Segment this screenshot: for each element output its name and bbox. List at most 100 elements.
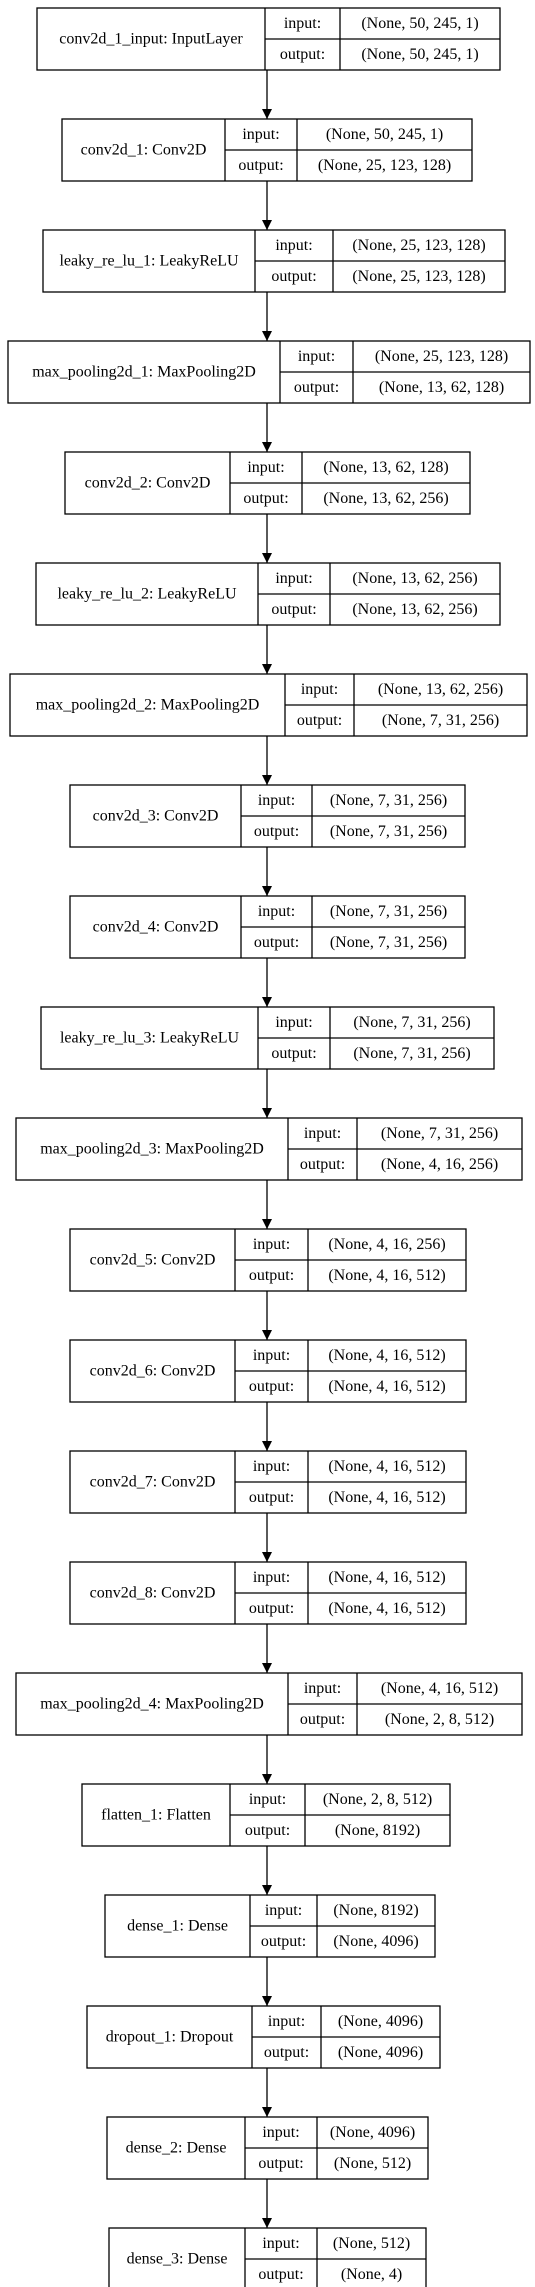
output-shape: (None, 13, 62, 256) bbox=[352, 601, 477, 618]
layer-node: conv2d_5: Conv2D input: output: (None, 4, 1… bbox=[69, 1228, 467, 1292]
input-shape: (None, 7, 31, 256) bbox=[330, 903, 447, 920]
output-label: output: bbox=[254, 823, 299, 840]
layer-name: conv2d_6: Conv2D bbox=[90, 1363, 216, 1380]
output-shape: (None, 4, 16, 512) bbox=[328, 1600, 445, 1617]
output-shape: (None, 7, 31, 256) bbox=[353, 1045, 470, 1062]
output-label: output: bbox=[238, 157, 283, 174]
layer-name: dense_1: Dense bbox=[127, 1918, 228, 1935]
input-shape: (None, 7, 31, 256) bbox=[381, 1125, 498, 1142]
output-shape: (None, 13, 62, 128) bbox=[379, 379, 504, 396]
output-label: output: bbox=[280, 46, 325, 63]
input-label: input: bbox=[258, 903, 295, 920]
output-label: output: bbox=[300, 1711, 345, 1728]
output-shape: (None, 2, 8, 512) bbox=[385, 1711, 494, 1728]
output-label: output: bbox=[294, 379, 339, 396]
input-label: input: bbox=[275, 1014, 312, 1031]
output-label: output: bbox=[249, 1600, 294, 1617]
input-label: input: bbox=[262, 2235, 299, 2252]
layer-node: max_pooling2d_3: MaxPooling2Dinput:outpu… bbox=[15, 1117, 523, 1181]
output-label: output: bbox=[249, 1378, 294, 1395]
output-label: output: bbox=[245, 1822, 290, 1839]
output-shape: (None, 8192) bbox=[335, 1822, 420, 1839]
input-label: input: bbox=[249, 1791, 286, 1808]
layer-nodes: conv2d_1_input: InputLayerinput:output:(… bbox=[7, 7, 531, 2287]
output-shape: (None, 7, 31, 256) bbox=[330, 934, 447, 951]
layer-node: conv2d_6: Conv2D input: output: (None, 4, 1… bbox=[69, 1339, 467, 1403]
input-label: input: bbox=[253, 1569, 290, 1586]
output-label: output: bbox=[271, 268, 316, 285]
output-label: output: bbox=[249, 1489, 294, 1506]
output-label: output: bbox=[297, 712, 342, 729]
layer-name: dense_3: Dense bbox=[127, 2251, 228, 2268]
layer-node: leaky_re_lu_3: LeakyReLU input: output: (No… bbox=[40, 1006, 495, 1070]
layer-name: max_pooling2d_4: MaxPooling2D bbox=[40, 1696, 264, 1713]
output-shape: (None, 13, 62, 256) bbox=[323, 490, 448, 507]
input-label: input: bbox=[253, 1347, 290, 1364]
output-shape: (None, 4, 16, 512) bbox=[328, 1267, 445, 1284]
layer-name: conv2d_2: Conv2D bbox=[85, 475, 211, 492]
output-label: output: bbox=[261, 1933, 306, 1950]
input-shape: (None, 13, 62, 256) bbox=[352, 570, 477, 587]
layer-name: conv2d_5: Conv2D bbox=[90, 1252, 216, 1269]
input-shape: (None, 4, 16, 512) bbox=[328, 1347, 445, 1364]
input-shape: (None, 4096) bbox=[330, 2124, 415, 2141]
layer-name: leaky_re_lu_1: LeakyReLU bbox=[59, 253, 238, 270]
input-label: input: bbox=[253, 1458, 290, 1475]
output-shape: (None, 4, 16, 256) bbox=[381, 1156, 498, 1173]
input-shape: (None, 4, 16, 512) bbox=[328, 1569, 445, 1586]
layer-name: leaky_re_lu_2: LeakyReLU bbox=[57, 586, 236, 603]
layer-node: max_pooling2d_2: MaxPooling2Dinput:outpu… bbox=[9, 673, 528, 737]
layer-node: leaky_re_lu_2: LeakyReLU input: output: (No… bbox=[35, 562, 501, 626]
layer-name: conv2d_7: Conv2D bbox=[90, 1474, 216, 1491]
output-shape: (None, 7, 31, 256) bbox=[382, 712, 499, 729]
layer-node: max_pooling2d_1: MaxPooling2D input: outpu… bbox=[7, 340, 531, 404]
output-shape: (None, 4096) bbox=[333, 1933, 418, 1950]
input-shape: (None, 25, 123, 128) bbox=[375, 348, 508, 365]
layer-name: dense_2: Dense bbox=[126, 2140, 227, 2157]
input-shape: (None, 8192) bbox=[333, 1902, 418, 1919]
input-label: input: bbox=[301, 681, 338, 698]
input-shape: (None, 512) bbox=[333, 2235, 410, 2252]
input-shape: (None, 13, 62, 256) bbox=[378, 681, 503, 698]
input-shape: (None, 4, 16, 512) bbox=[381, 1680, 498, 1697]
layer-node: dense_1: Dense input: output: (None, 8192) (… bbox=[104, 1894, 436, 1958]
input-label: input: bbox=[275, 237, 312, 254]
output-shape: (None, 7, 31, 256) bbox=[330, 823, 447, 840]
input-label: input: bbox=[298, 348, 335, 365]
output-label: output: bbox=[300, 1156, 345, 1173]
layer-node: conv2d_1_input: InputLayerinput:output:(… bbox=[36, 7, 501, 71]
input-shape: (None, 13, 62, 128) bbox=[323, 459, 448, 476]
output-label: output: bbox=[254, 934, 299, 951]
input-label: input: bbox=[275, 570, 312, 587]
layer-name: max_pooling2d_3: MaxPooling2D bbox=[40, 1141, 264, 1158]
output-shape: (None, 25, 123, 128) bbox=[352, 268, 485, 285]
input-shape: (None, 25, 123, 128) bbox=[352, 237, 485, 254]
input-label: input: bbox=[265, 1902, 302, 1919]
input-shape: (None, 4, 16, 256) bbox=[328, 1236, 445, 1253]
output-label: output: bbox=[258, 2155, 303, 2172]
input-shape: (None, 7, 31, 256) bbox=[330, 792, 447, 809]
layer-node: conv2d_7: Conv2D input: output: (None, 4, 1… bbox=[69, 1450, 467, 1514]
input-label: input: bbox=[284, 15, 321, 32]
output-label: output: bbox=[271, 601, 316, 618]
output-label: output: bbox=[243, 490, 288, 507]
output-label: output: bbox=[271, 1045, 316, 1062]
input-label: input: bbox=[242, 126, 279, 143]
output-shape: (None, 4096) bbox=[338, 2044, 423, 2061]
input-label: input: bbox=[253, 1236, 290, 1253]
layer-name: leaky_re_lu_3: LeakyReLU bbox=[60, 1030, 239, 1047]
output-label: output: bbox=[249, 1267, 294, 1284]
input-shape: (None, 7, 31, 256) bbox=[353, 1014, 470, 1031]
layer-name: max_pooling2d_1: MaxPooling2D bbox=[32, 364, 256, 381]
output-shape: (None, 25, 123, 128) bbox=[318, 157, 451, 174]
layer-name: conv2d_1: Conv2D bbox=[81, 142, 207, 159]
output-shape: (None, 4, 16, 512) bbox=[328, 1489, 445, 1506]
output-shape: (None, 4) bbox=[341, 2266, 402, 2283]
